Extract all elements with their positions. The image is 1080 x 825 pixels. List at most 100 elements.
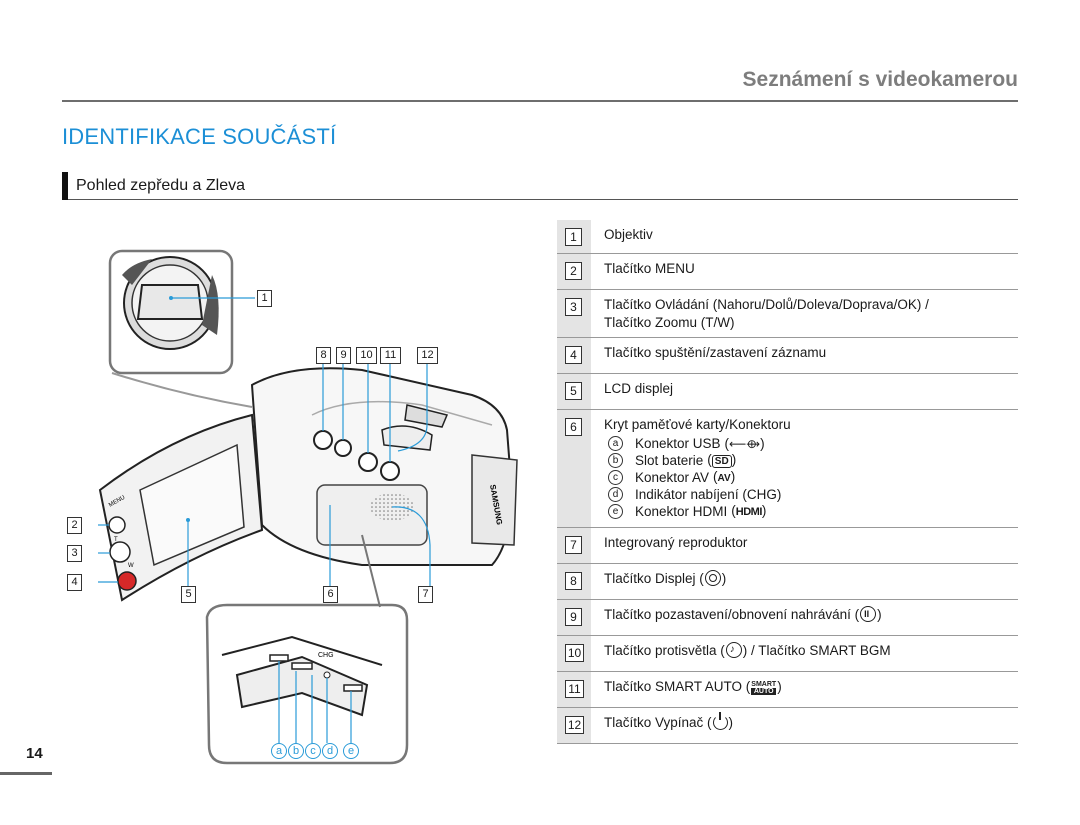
page-number: 14 (26, 745, 43, 762)
callout-2: 2 (67, 517, 82, 534)
item-text: Tlačítko Vypínač (604, 715, 704, 730)
item-number: 3 (565, 298, 582, 316)
list-item: 7 Integrovaný reproduktor (557, 528, 1018, 564)
sub-letter: a (608, 436, 623, 451)
callout-6: 6 (323, 586, 338, 603)
av-icon: AV (717, 472, 731, 484)
callout-5: 5 (181, 586, 196, 603)
item-text: Tlačítko protisvětla (604, 643, 717, 658)
sd-card-icon: SD (711, 454, 732, 468)
smart-auto-button-drawing (380, 461, 400, 481)
backlight-icon (725, 642, 742, 658)
list-item: 2 Tlačítko MENU (557, 254, 1018, 290)
item-number: 9 (565, 608, 582, 626)
callout-4: 4 (67, 574, 82, 591)
item-number: 12 (565, 716, 584, 734)
sub-letter: d (608, 487, 623, 502)
item-text: Tlačítko SMART AUTO (604, 679, 743, 694)
port-letter-a: a (271, 743, 287, 759)
sub-text: Konektor AV (635, 469, 710, 485)
sub-text: Konektor HDMI (635, 503, 728, 519)
page-number-rule (0, 772, 52, 775)
display-button-drawing (313, 430, 333, 450)
callout-7: 7 (418, 586, 433, 603)
sub-text: Konektor USB (635, 435, 721, 451)
display-icon (704, 570, 721, 586)
sub-item: a Konektor USB (⟵⟴) (604, 435, 1010, 452)
sub-item: e Konektor HDMI (HDMI) (604, 503, 1010, 520)
sub-text: Indikátor nabíjení (CHG) (635, 486, 782, 502)
menu-button-drawing (108, 516, 126, 534)
t-silk-label: T (114, 537, 118, 543)
callout-11: 11 (380, 347, 401, 364)
sub-item: b Slot baterie (SD) (604, 452, 1010, 469)
camcorder-illustration: SAMSUNG MENU T W (62, 245, 542, 775)
list-item: 9 Tlačítko pozastavení/obnovení nahráván… (557, 600, 1018, 636)
item-number: 11 (565, 680, 584, 698)
callout-9: 9 (336, 347, 351, 364)
callout-10: 10 (356, 347, 377, 364)
list-item: 10 Tlačítko protisvětla () / Tlačítko SM… (557, 636, 1018, 672)
port-letter-b: b (288, 743, 304, 759)
item-text: Tlačítko Zoomu (T/W) (604, 315, 735, 330)
chg-label: CHG (318, 652, 334, 659)
item-text: Tlačítko Ovládání (Nahoru/Dolů/Doleva/Do… (604, 297, 929, 312)
list-item: 12 Tlačítko Vypínač () (557, 708, 1018, 744)
item-text-secondary: / Tlačítko SMART BGM (751, 643, 891, 658)
usb-icon: ⟵⟴ (729, 436, 761, 451)
item-text: Tlačítko pozastavení/obnovení nahrávání (604, 607, 851, 622)
header-title: Seznámení s videokamerou (742, 68, 1018, 91)
list-item: 5 LCD displej (557, 374, 1018, 410)
port-cover (316, 484, 428, 546)
item-number: 5 (565, 382, 582, 400)
port-letter-d: d (322, 743, 338, 759)
list-item: 3 Tlačítko Ovládání (Nahoru/Dolů/Doleva/… (557, 290, 1018, 338)
callout-12: 12 (417, 347, 438, 364)
item-text: Tlačítko Displej (604, 571, 696, 586)
sub-letter: e (608, 504, 623, 519)
connector-sub-list: a Konektor USB (⟵⟴) b Slot baterie (SD) … (604, 435, 1010, 520)
header-rule (62, 100, 1018, 102)
list-item: 4 Tlačítko spuštění/zastavení záznamu (557, 338, 1018, 374)
parts-list: 1 Objektiv 2 Tlačítko MENU 3 Tlačítko Ov… (557, 220, 1018, 744)
item-number: 2 (565, 262, 582, 280)
record-button-drawing (117, 571, 137, 591)
subsection-bar (62, 172, 68, 200)
control-button-drawing (109, 541, 131, 563)
list-item: 6 Kryt paměťové karty/Konektoru a Konekt… (557, 410, 1018, 528)
item-number: 4 (565, 346, 582, 364)
item-number: 10 (565, 644, 584, 662)
sub-text: Slot baterie (635, 452, 704, 468)
item-text: Kryt paměťové karty/Konektoru (604, 417, 791, 432)
list-item: 8 Tlačítko Displej () (557, 564, 1018, 600)
item-text: Integrovaný reproduktor (604, 535, 748, 550)
lens-glass (136, 284, 204, 320)
subsection-title: Pohled zepředu a Zleva (76, 177, 245, 194)
callout-1: 1 (257, 290, 272, 307)
subsection-rule (68, 199, 1018, 200)
item-number: 6 (565, 418, 582, 436)
item-text: Objektiv (604, 227, 653, 242)
item-text: LCD displej (604, 381, 674, 396)
pause-icon (860, 606, 877, 622)
w-silk-label: W (128, 563, 134, 569)
item-text: Tlačítko MENU (604, 261, 695, 276)
backlight-button-drawing (358, 452, 378, 472)
item-number: 8 (565, 572, 582, 590)
subsection-header: Pohled zepředu a Zleva (62, 172, 1018, 200)
callout-8: 8 (316, 347, 331, 364)
port-letter-c: c (305, 743, 321, 759)
port-letter-e: e (343, 743, 359, 759)
callout-3: 3 (67, 545, 82, 562)
hdmi-icon: HDMI (735, 506, 763, 518)
power-icon (712, 712, 728, 730)
camcorder-drawing: SAMSUNG MENU T W (98, 249, 518, 765)
callout-lines (98, 360, 431, 590)
section-title: IDENTIFIKACE SOUČÁSTÍ (62, 124, 337, 149)
item-number: 7 (565, 536, 582, 554)
item-text: Tlačítko spuštění/zastavení záznamu (604, 345, 827, 360)
item-number: 1 (565, 228, 582, 246)
pause-button-drawing (334, 439, 352, 457)
